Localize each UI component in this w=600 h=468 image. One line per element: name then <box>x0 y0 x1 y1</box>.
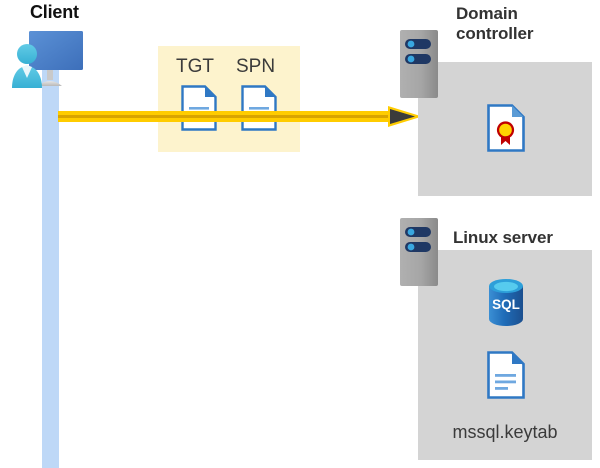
spn-label: SPN <box>236 56 276 77</box>
linux-server-title: Linux server <box>453 228 553 247</box>
domain-controller-title: Domain controller <box>456 4 534 43</box>
server-rack-icon-linux <box>400 218 438 286</box>
certificate-document-icon <box>487 104 525 152</box>
client-to-dc-arrow <box>58 104 426 130</box>
keytab-filename-label: mssql.keytab <box>452 422 558 442</box>
sql-database-icon: SQL <box>484 278 528 328</box>
keytab-document-icon <box>487 351 525 399</box>
server-rack-icon <box>400 30 438 98</box>
tgt-label: TGT <box>176 56 214 77</box>
client-user-monitor-icon <box>8 26 90 94</box>
client-lifeline <box>42 68 59 468</box>
client-title: Client <box>30 2 79 22</box>
sql-icon-text: SQL <box>492 297 520 312</box>
